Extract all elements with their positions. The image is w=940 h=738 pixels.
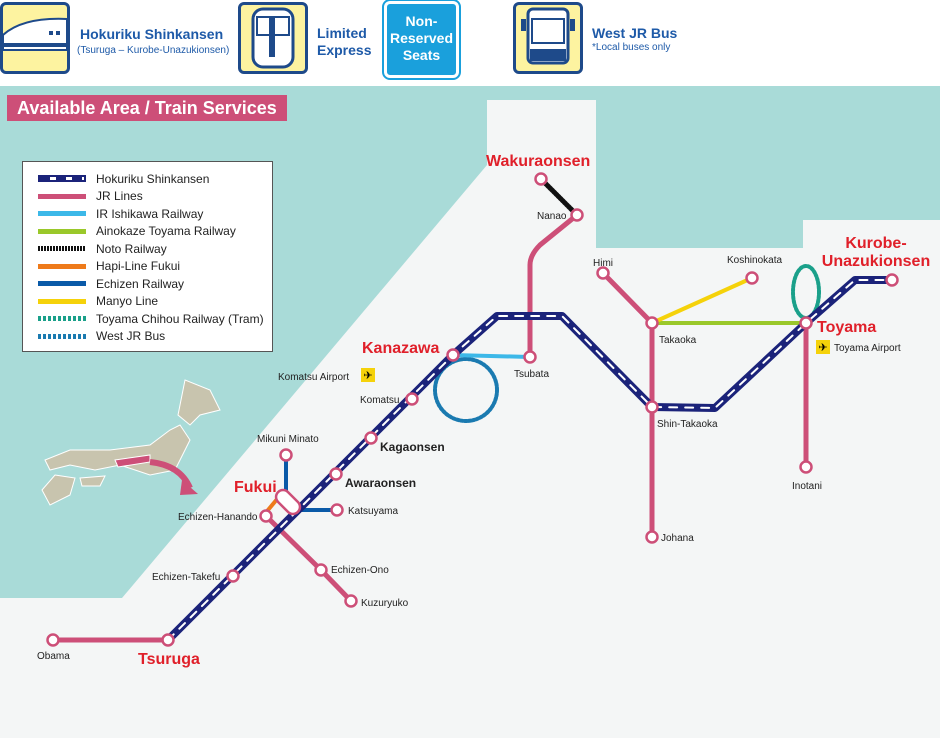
legend-label: Noto Railway	[96, 241, 167, 256]
legend: Hokuriku Shinkansen JR Lines IR Ishikawa R…	[22, 161, 273, 352]
station-kurobe-1: Kurobe-	[845, 235, 906, 252]
legend-item: Noto Railway	[23, 240, 272, 258]
airport-icons: ✈ ✈	[361, 340, 830, 382]
shinkansen-title: Hokuriku Shinkansen	[80, 26, 224, 42]
legend-item: Ainokaze Toyama Railway	[23, 223, 272, 241]
service-header: Hokuriku Shinkansen (Tsuruga – Kurobe-Un…	[0, 0, 940, 86]
legend-item: JR Lines	[23, 188, 272, 206]
station-tsubata: Tsubata	[514, 369, 549, 380]
station-wakuraonsen: Wakuraonsen	[486, 153, 590, 170]
noto-railway	[538, 176, 580, 218]
station-markers	[46, 172, 899, 647]
station-johana: Johana	[661, 533, 694, 544]
legend-swatch	[38, 263, 86, 269]
manyo-line	[650, 276, 754, 325]
station-obama: Obama	[37, 651, 70, 662]
legend-label: Toyama Chihou Railway (Tram)	[96, 311, 264, 326]
legend-item: Toyama Chihou Railway (Tram)	[23, 310, 272, 328]
legend-label: West JR Bus	[96, 329, 166, 344]
limited-express-icon	[238, 2, 308, 74]
shinkansen-icon	[0, 2, 70, 74]
station-kurobe-2: Unazukionsen	[822, 253, 930, 270]
bus-title: West JR Bus	[592, 25, 678, 41]
map-title: Available Area / Train Services	[7, 95, 287, 121]
inset-arrow	[149, 459, 193, 490]
legend-item: Manyo Line	[23, 293, 272, 311]
station-kanazawa: Kanazawa	[362, 340, 439, 357]
bus-sub: *Local buses only	[592, 42, 671, 53]
legend-label: IR Ishikawa Railway	[96, 206, 204, 221]
station-fukui: Fukui	[234, 479, 277, 496]
legend-swatch	[38, 316, 86, 322]
station-kuzuryuko: Kuzuryuko	[361, 598, 409, 609]
west-jr-bus-loop	[433, 357, 499, 423]
station-takaoka: Takaoka	[659, 335, 697, 346]
legend-label: Manyo Line	[96, 294, 159, 309]
japan-inset-map	[41, 379, 221, 506]
station-echizen-ono: Echizen-Ono	[331, 565, 389, 576]
legend-swatch	[38, 193, 86, 199]
toyama-airport: Toyama Airport	[834, 343, 901, 354]
komatsu-airport: Komatsu Airport	[278, 372, 349, 383]
svg-text:✈: ✈	[818, 342, 827, 354]
station-awaraonsen: Awaraonsen	[345, 476, 416, 490]
jr-nanao-line	[527, 212, 580, 360]
legend-swatch	[38, 298, 86, 304]
legend-item: IR Ishikawa Railway	[23, 205, 272, 223]
station-koshinokata: Koshinokata	[727, 255, 782, 266]
station-echizen-hanando: Echizen-Hanando	[178, 512, 258, 523]
station-tsuruga: Tsuruga	[138, 651, 200, 668]
legend-swatch	[38, 175, 86, 183]
legend-label: Echizen Railway	[96, 276, 185, 291]
station-katsuyama: Katsuyama	[348, 506, 398, 517]
station-mikuni-minato: Mikuni Minato	[257, 434, 319, 445]
legend-label: Hokuriku Shinkansen	[96, 171, 210, 186]
station-toyama: Toyama	[817, 319, 876, 336]
station-echizen-takefu: Echizen-Takefu	[152, 572, 220, 583]
legend-item: West JR Bus	[23, 328, 272, 346]
legend-item: Hokuriku Shinkansen	[23, 170, 272, 188]
svg-text:✈: ✈	[363, 370, 372, 382]
legend-label: JR Lines	[96, 189, 143, 204]
legend-swatch	[38, 281, 86, 287]
ir-ishikawa-railway	[451, 353, 532, 359]
legend-item: Echizen Railway	[23, 275, 272, 293]
legend-swatch	[38, 246, 86, 252]
legend-swatch	[38, 228, 86, 234]
legend-swatch	[38, 333, 86, 339]
legend-item: Hapi-Line Fukui	[23, 258, 272, 276]
station-inotani: Inotani	[792, 481, 822, 492]
station-nanao: Nanao	[537, 211, 567, 222]
station-shin-takaoka: Shin-Takaoka	[657, 419, 718, 430]
bus-icon	[513, 2, 583, 74]
legend-swatch	[38, 211, 86, 217]
legend-label: Hapi-Line Fukui	[96, 259, 181, 274]
legend-label: Ainokaze Toyama Railway	[96, 224, 236, 239]
station-komatsu: Komatsu	[360, 395, 399, 406]
station-kagaonsen: Kagaonsen	[380, 440, 445, 454]
station-himi: Himi	[593, 258, 613, 269]
shinkansen-sub: (Tsuruga – Kurobe-Unazukionsen)	[77, 45, 230, 56]
